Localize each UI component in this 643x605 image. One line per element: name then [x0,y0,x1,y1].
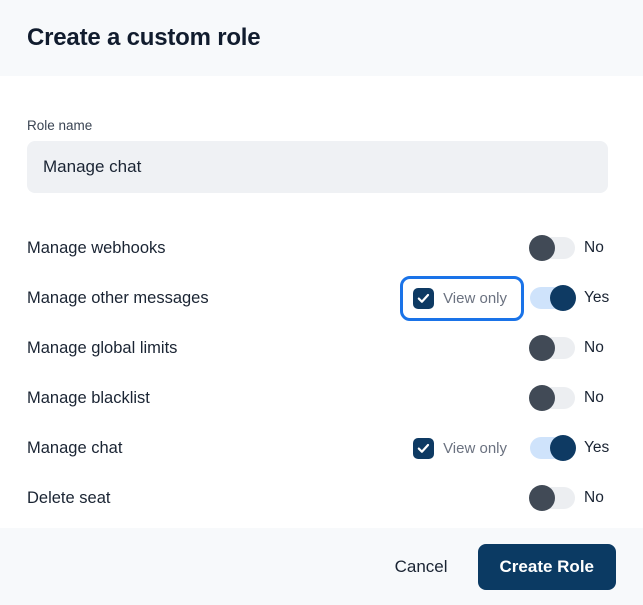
toggle-state-label: Yes [584,439,610,456]
toggle-knob [550,435,576,461]
view-only-label: View only [443,439,507,457]
permission-row: Manage global limits View onlyNo [27,323,616,373]
permissions-list: Manage webhooksView onlyNoManage other m… [27,223,616,523]
toggle-state-label: Yes [584,289,610,306]
permission-toggle[interactable] [529,385,575,411]
permission-toggle[interactable] [529,335,575,361]
toggle-knob [529,385,555,411]
toggle-knob [550,285,576,311]
permission-row: Manage webhooks View onlyNo [27,223,616,273]
dialog-header: Create a custom role [0,0,643,76]
toggle-knob [529,335,555,361]
permission-controls: View onlyNo [400,476,616,521]
view-only-label: View only [443,289,507,307]
permission-controls: View only Yes [400,426,616,471]
permission-label: Manage webhooks [27,238,166,257]
toggle-knob [529,485,555,511]
permission-row: Delete seat View onlyNo [27,473,616,523]
permission-row: Manage blacklist View onlyNo [27,373,616,423]
checkmark-icon [413,437,435,459]
checkmark-icon [413,287,435,309]
permission-toggle[interactable] [529,485,575,511]
page-title: Create a custom role [27,24,261,51]
permission-toggle-group: No [529,385,616,411]
permission-label: Manage chat [27,438,123,457]
permission-toggle-group: Yes [530,285,616,311]
toggle-state-label: No [584,389,604,406]
cancel-button[interactable]: Cancel [377,545,466,589]
permission-controls: View only Yes [400,275,616,321]
dialog-body: Role name Manage webhooksView onlyNoMana… [0,76,643,528]
permission-label: Delete seat [27,488,111,507]
toggle-knob [529,235,555,261]
permission-toggle-group: No [529,235,616,261]
view-only-checkbox[interactable]: View only [400,426,524,471]
view-only-checkbox[interactable]: View only [400,275,524,321]
permission-label: Manage global limits [27,338,178,357]
permission-toggle[interactable] [530,285,576,311]
role-name-label: Role name [27,118,93,133]
permission-label: Manage blacklist [27,388,150,407]
permission-label: Manage other messages [27,288,209,307]
permission-controls: View onlyNo [400,226,616,271]
dialog-footer: Cancel Create Role [0,528,643,605]
role-name-field-group: Role name [27,76,616,193]
permission-toggle-group: Yes [530,435,616,461]
toggle-state-label: No [584,489,604,506]
permission-controls: View onlyNo [400,326,616,371]
permission-row: Manage other messages View only Yes [27,273,616,323]
permission-toggle-group: No [529,335,616,361]
permission-controls: View onlyNo [400,376,616,421]
permission-toggle-group: No [529,485,616,511]
toggle-state-label: No [584,239,604,256]
create-role-button[interactable]: Create Role [477,543,616,590]
permission-toggle[interactable] [530,435,576,461]
permission-toggle[interactable] [529,235,575,261]
permission-row: Manage chat View only Yes [27,423,616,473]
toggle-state-label: No [584,339,604,356]
role-name-input[interactable] [27,141,608,193]
